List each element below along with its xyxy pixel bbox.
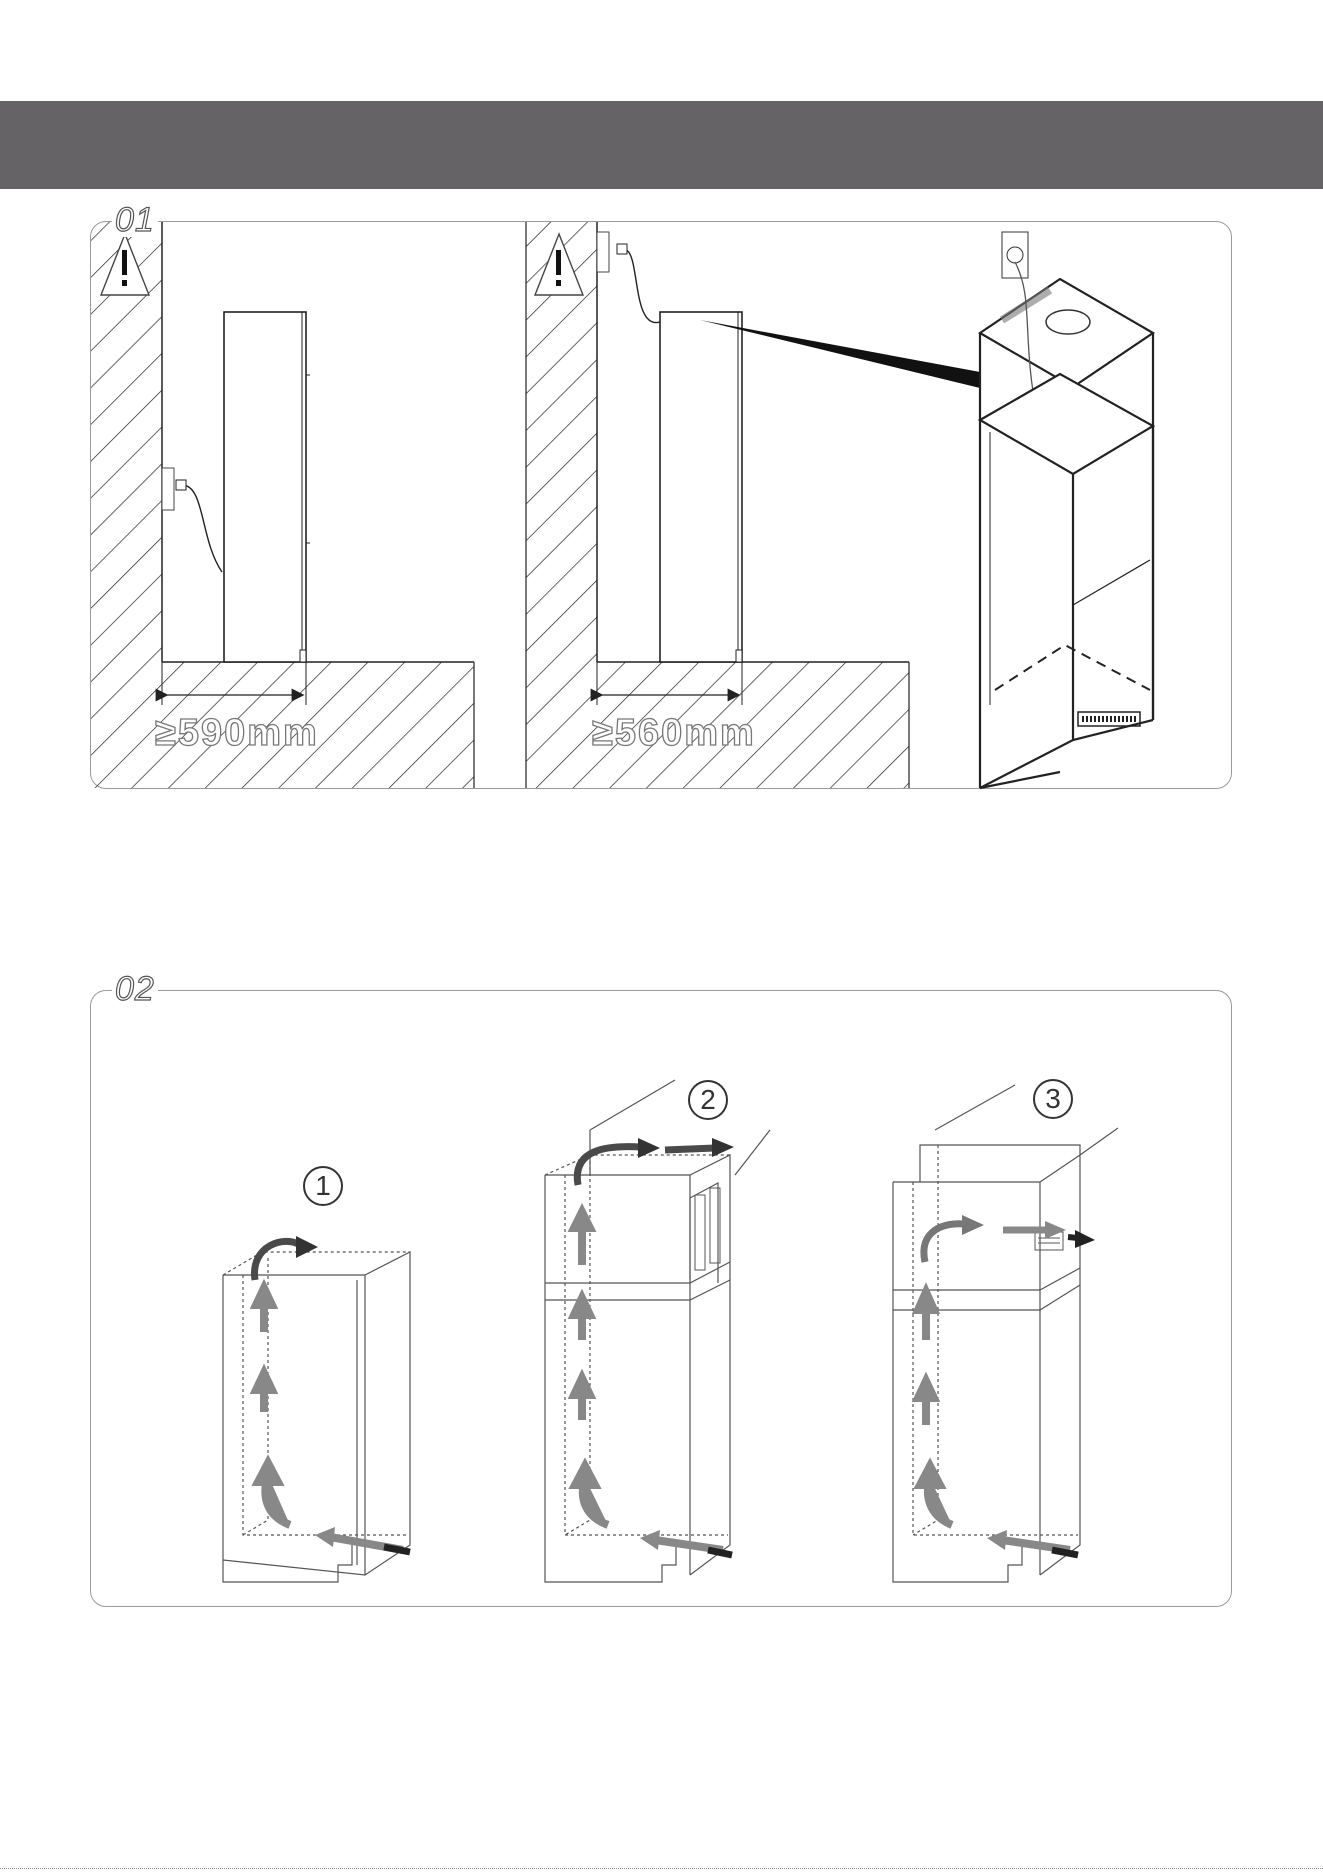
- airflow-arrows-3: [918, 1215, 1095, 1555]
- middle-appliance-side-view: [597, 312, 742, 705]
- min-depth-label-left: ≥590mm: [155, 714, 319, 752]
- option-number-3: 3: [1033, 1079, 1073, 1119]
- left-plug-icon: [162, 468, 222, 572]
- step-label-02: 02: [112, 972, 158, 1006]
- min-depth-label-middle: ≥560mm: [592, 714, 756, 752]
- left-appliance-side-view: [162, 312, 310, 705]
- option-number-2: 2: [688, 1080, 728, 1120]
- airflow-arrows-1: [255, 1236, 410, 1552]
- option-number-1-text: 1: [315, 1170, 331, 1201]
- option-number-2-text: 2: [700, 1084, 716, 1115]
- ventilation-cabinet-1: [223, 1252, 410, 1582]
- option-number-1: 1: [303, 1166, 343, 1206]
- step-label-01: 01: [112, 203, 158, 237]
- middle-plug-icon: [597, 232, 660, 323]
- footer-divider: [0, 1868, 1323, 1869]
- built-in-cabinet-3d: [980, 232, 1153, 788]
- option-number-3-text: 3: [1045, 1083, 1061, 1114]
